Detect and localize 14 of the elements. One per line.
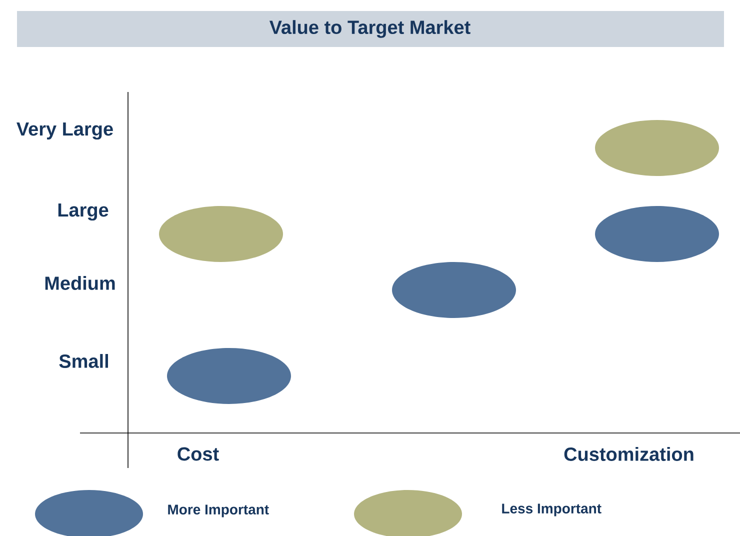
ellipse-marker [392, 262, 516, 318]
title-banner: Value to Target Market [17, 11, 724, 47]
axis-label: Large [58, 203, 108, 221]
ellipse-marker [595, 206, 719, 262]
axis-label: Medium [45, 276, 115, 290]
legend-label: Less Important [502, 504, 602, 516]
axis-label: Customization [564, 447, 694, 461]
axis-label: Small [59, 354, 108, 368]
ellipse-marker [159, 206, 283, 262]
ellipse-marker [167, 348, 291, 404]
ellipse-marker [595, 120, 719, 176]
axis-label: Cost [178, 447, 219, 461]
legend-label: More Important [168, 504, 269, 518]
axis-label: Very Large [16, 122, 113, 140]
